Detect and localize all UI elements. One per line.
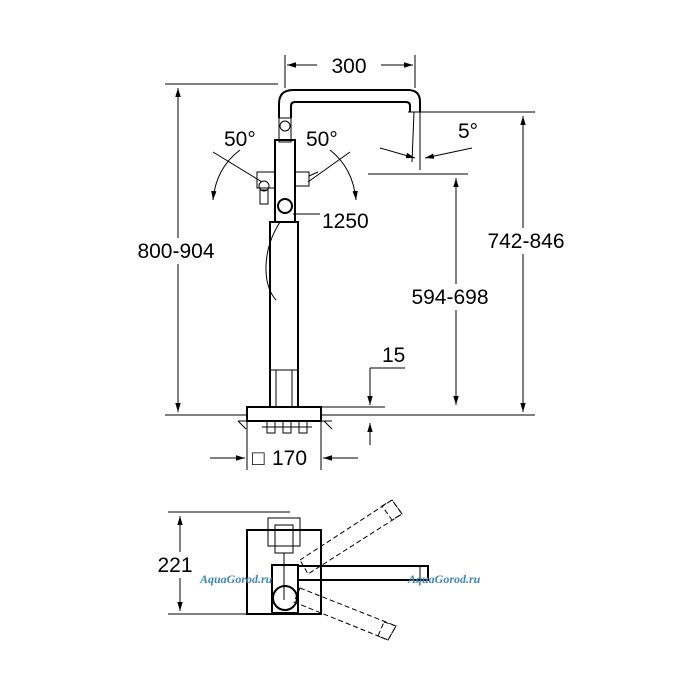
dim-left-angle: 50° (224, 128, 256, 151)
dim-base-size: 170 (272, 447, 307, 470)
right-handle (294, 171, 310, 187)
dim-spout-reach: 300 (331, 55, 366, 78)
dim-plan-depth: 221 (157, 554, 192, 577)
watermark-right: AquaGorod.ru (407, 572, 481, 586)
spout (278, 89, 421, 118)
plan-spout (297, 565, 429, 581)
elevation-view: 300 50° 50° 5° 1250 800-904 742-846 (124, 52, 578, 470)
base-plate (246, 406, 322, 422)
plan-spout-swing-down (293, 587, 397, 641)
diverter-knob (277, 198, 293, 214)
dim-hose-length: 1250 (322, 210, 369, 233)
dim-total-height-left: 800-904 (137, 240, 214, 263)
left-handle (256, 171, 276, 189)
dim-base-symbol: □ (252, 447, 265, 470)
dim-right-angle: 50° (306, 128, 338, 151)
dim-spout-height: 594-698 (411, 286, 488, 309)
watermark-left: AquaGorod.ru (199, 572, 273, 586)
dim-total-height-right: 742-846 (487, 230, 564, 253)
dim-floor-offset: 15 (382, 344, 405, 367)
dim-spout-tilt: 5° (458, 120, 478, 143)
plan-view: 221 AquaGorod.ru AquaGorod.ru (148, 499, 481, 641)
plan-spout-swing-up (299, 499, 403, 575)
column (269, 221, 299, 408)
hose (265, 221, 281, 301)
